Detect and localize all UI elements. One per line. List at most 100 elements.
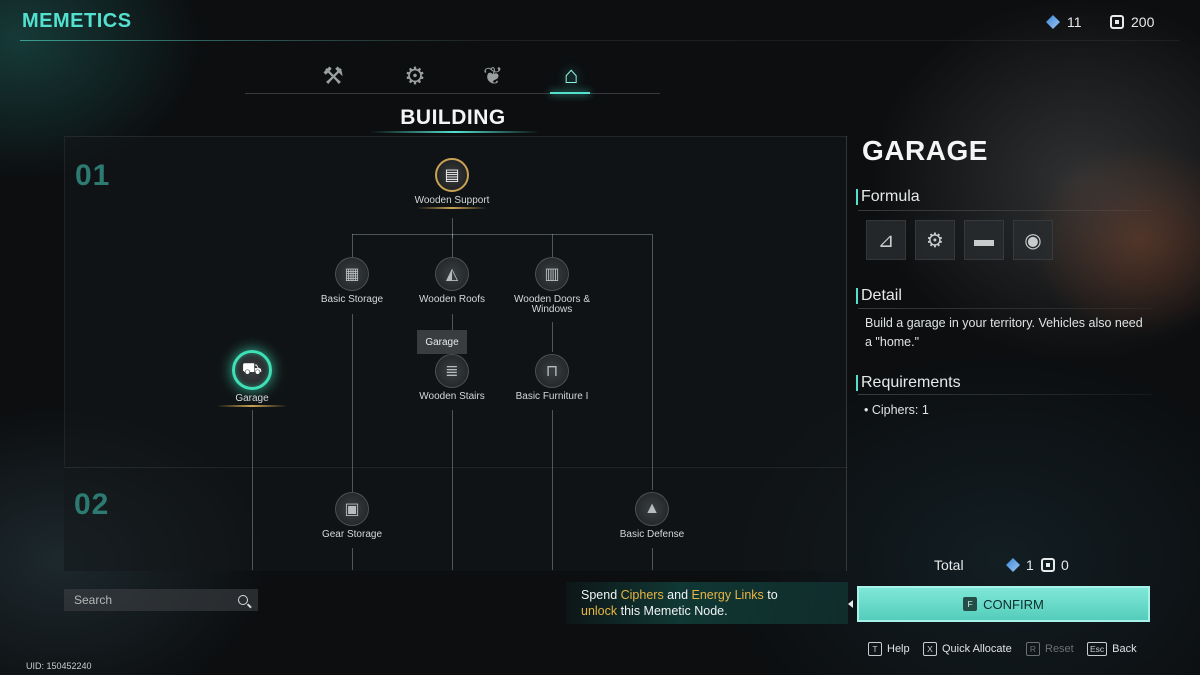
connector: [552, 322, 553, 352]
furniture-icon: ⊓: [535, 354, 569, 388]
tab-workbench[interactable]: ⚙: [395, 58, 435, 94]
section-rule: [858, 308, 1152, 309]
key-r: R: [1026, 642, 1040, 656]
node-label: Basic Defense: [619, 529, 685, 540]
node-label: Basic Furniture I: [515, 391, 589, 402]
connector: [452, 218, 453, 238]
node-label: Gear Storage: [321, 529, 383, 540]
door-icon: ▥: [535, 257, 569, 291]
node-label: Basic Storage: [320, 294, 384, 305]
prompt-energy-links: Energy Links: [691, 588, 764, 602]
search-icon[interactable]: [238, 595, 248, 605]
prompt-unlock: unlock: [581, 604, 618, 618]
node-label: Wooden Roofs: [419, 294, 485, 305]
formula-item-toolbox[interactable]: ▬: [964, 220, 1004, 260]
confirm-button[interactable]: F CONFIRM: [857, 586, 1150, 622]
connector: [252, 410, 253, 570]
garage-icon: ⛟: [232, 350, 272, 390]
total-energy-link-count: 0: [1061, 557, 1069, 573]
section-title-glow: [370, 131, 540, 133]
connector: [552, 410, 553, 570]
workbench-icon: ⚙: [404, 62, 426, 90]
quick-allocate-hotkey[interactable]: X Quick Allocate: [923, 642, 1012, 656]
requirements-heading: Requirements: [856, 375, 961, 391]
search-box[interactable]: [64, 589, 258, 611]
node-wooden-support[interactable]: ▤ Wooden Support: [392, 158, 512, 209]
plant-icon: ❦: [482, 62, 504, 90]
connector: [352, 314, 353, 492]
hotkey-label: Help: [887, 643, 910, 655]
connector: [352, 234, 353, 258]
tools-icon: ⚒: [322, 62, 344, 90]
node-label: Wooden Doors &: [514, 294, 590, 305]
connector: [352, 548, 353, 570]
hotkey-label: Reset: [1045, 643, 1074, 655]
detail-heading: Detail: [856, 288, 902, 304]
section-rule: [858, 394, 1152, 395]
prompt-ciphers: Ciphers: [620, 588, 664, 602]
stairs-icon: ≣: [435, 354, 469, 388]
section-rule: [858, 210, 1152, 211]
roof-icon: ◭: [435, 257, 469, 291]
node-label: Wooden Stairs: [419, 391, 485, 402]
gear-storage-icon: ▣: [335, 492, 369, 526]
reset-hotkey[interactable]: R Reset: [1026, 642, 1074, 656]
formula-item-tire[interactable]: ◉: [1013, 220, 1053, 260]
node-gear-storage[interactable]: ▣ Gear Storage: [292, 492, 412, 540]
node-basic-defense[interactable]: ▲ Basic Defense: [592, 492, 712, 540]
node-wooden-roofs[interactable]: ◭ Wooden Roofs: [392, 257, 512, 305]
formula-item-tool-rack[interactable]: ⚙: [915, 220, 955, 260]
connector: [552, 234, 553, 258]
prompt-text: and: [663, 588, 692, 602]
toolbox-icon: ▬: [974, 228, 994, 251]
node-wooden-stairs[interactable]: ≣ Wooden Stairs: [392, 354, 512, 402]
cipher-count: 11: [1067, 14, 1082, 30]
back-hotkey[interactable]: Esc Back: [1087, 642, 1137, 656]
support-icon: ▤: [435, 158, 469, 192]
connector: [652, 234, 653, 490]
formula-item-ramp[interactable]: ⊿: [866, 220, 906, 260]
node-basic-storage[interactable]: ▦ Basic Storage: [292, 257, 412, 305]
storage-icon: ▦: [335, 257, 369, 291]
energy-link-icon: [1041, 558, 1055, 572]
spend-prompt: Spend Ciphers and Energy Links to unlock…: [566, 582, 848, 624]
prompt-text: to: [763, 588, 778, 602]
key-t: T: [868, 642, 882, 656]
tab-tools[interactable]: ⚒: [313, 58, 353, 94]
cipher-counter: 11: [1046, 14, 1082, 30]
app-title: MEMETICS: [22, 10, 132, 32]
panel-divider: [846, 136, 847, 571]
node-label-line2: Windows: [531, 304, 573, 315]
ramp-icon: ⊿: [877, 229, 895, 252]
key-f: F: [963, 597, 978, 611]
total-label: Total: [934, 557, 964, 573]
node-basic-furniture[interactable]: ⊓ Basic Furniture I: [492, 354, 612, 402]
search-input[interactable]: [74, 593, 224, 607]
total-energy-links: 0: [1041, 557, 1069, 573]
node-label: Wooden Support: [392, 196, 512, 209]
help-hotkey[interactable]: T Help: [868, 642, 910, 656]
cipher-icon: [1046, 15, 1060, 29]
section-title: BUILDING: [400, 106, 506, 129]
connector: [652, 548, 653, 570]
key-x: X: [923, 642, 937, 656]
total-ciphers: 1: [1006, 557, 1034, 573]
node-garage[interactable]: ⛟ Garage: [192, 350, 312, 407]
prompt-pointer: [848, 600, 853, 608]
user-id: UID: 150452240: [26, 661, 92, 671]
tab-underline: [245, 93, 660, 94]
prompt-text: Spend: [581, 588, 621, 602]
key-esc: Esc: [1087, 642, 1108, 656]
tab-building[interactable]: ⌂: [551, 58, 591, 94]
tier-panel-02: 02: [64, 467, 847, 571]
cipher-icon: [1006, 558, 1020, 572]
tab-active-indicator: [550, 92, 590, 94]
connector: [452, 410, 453, 570]
prompt-text: this Memetic Node.: [617, 604, 728, 618]
node-label: Garage: [192, 394, 312, 407]
tire-icon: ◉: [1024, 229, 1042, 252]
hotkey-label: Back: [1112, 643, 1137, 655]
tab-plant[interactable]: ❦: [473, 58, 513, 94]
header-divider: [20, 40, 1180, 41]
node-wooden-doors-windows[interactable]: ▥ Wooden Doors & Windows: [492, 257, 612, 315]
